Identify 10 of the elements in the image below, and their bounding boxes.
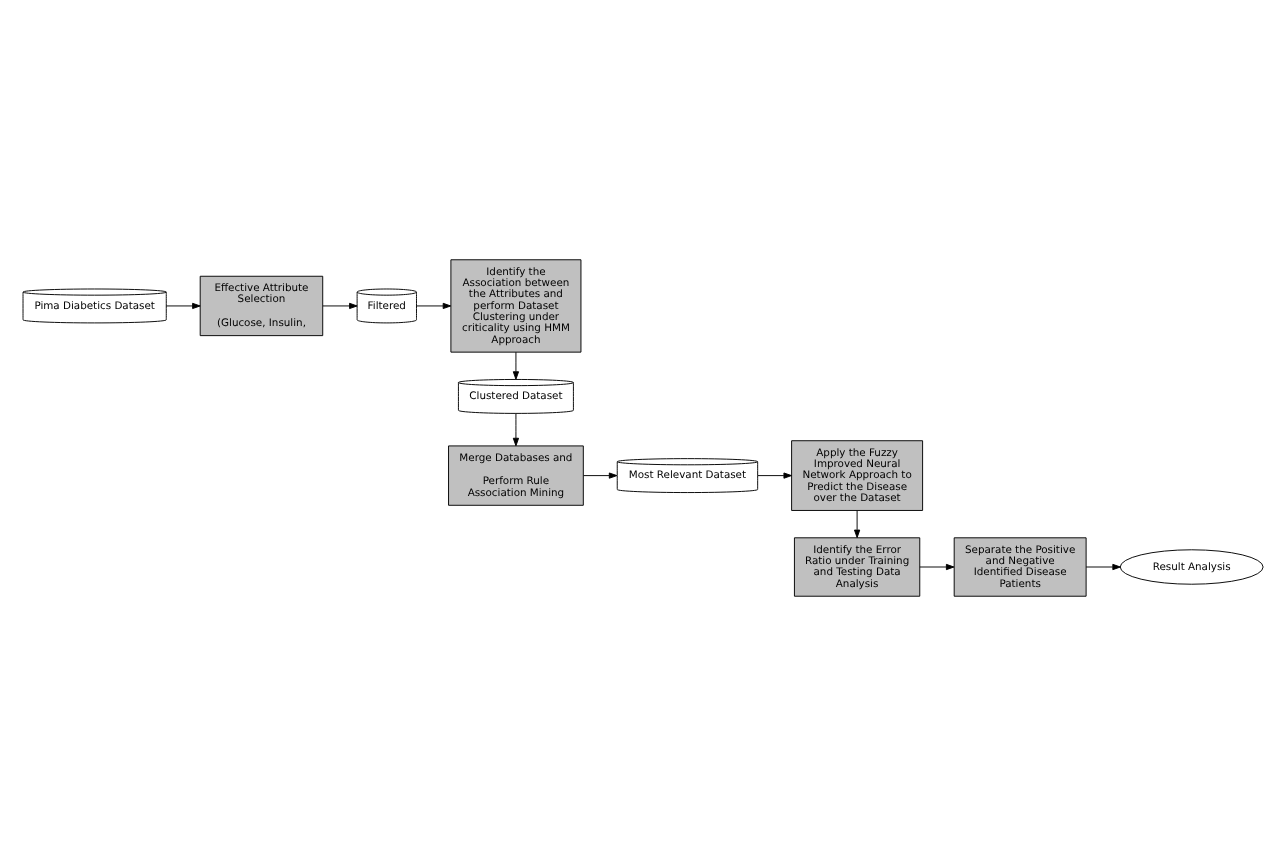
arrow <box>512 413 520 447</box>
arrow <box>416 302 452 310</box>
arrow <box>1085 563 1121 571</box>
arrow <box>583 472 618 479</box>
arrow <box>322 302 358 310</box>
arrow <box>919 563 955 571</box>
arrow <box>165 302 201 310</box>
arrow <box>854 510 861 539</box>
arrow <box>757 472 792 479</box>
arrow <box>512 351 520 380</box>
